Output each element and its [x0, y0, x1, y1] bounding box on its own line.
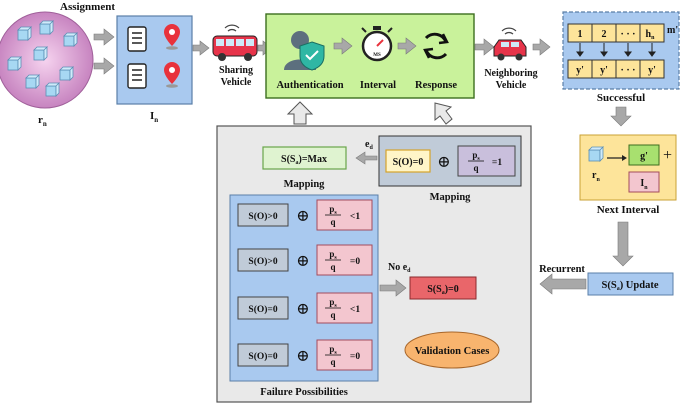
s-sa-max-box [262, 146, 347, 170]
ps-q-eq1-box [457, 145, 516, 177]
sharing-vehicle-label-1: Sharing [219, 65, 253, 76]
svg-text:y': y' [600, 65, 608, 76]
svg-text:· · ·: · · · [620, 65, 635, 76]
response-label: Response [415, 80, 457, 91]
svg-text:MS: MS [373, 53, 381, 58]
svg-text:<1: <1 [350, 212, 360, 222]
assignment-label: Assignment [60, 1, 115, 13]
sharing-vehicle-label-2: Vehicle [221, 77, 252, 88]
svg-text:q: q [330, 310, 335, 320]
svg-text:⊕: ⊕ [296, 253, 309, 270]
stopwatch-icon: MS [361, 26, 393, 62]
svg-text:y': y' [576, 65, 584, 76]
document-icon [127, 26, 147, 89]
no-ed-arrow [379, 279, 407, 297]
no-ed-label: No ed [388, 262, 411, 274]
m-prime-label: m' [667, 25, 678, 36]
svg-text:1: 1 [578, 29, 583, 40]
refresh-icon [423, 32, 449, 60]
oplus-symbol: ⊕ [437, 154, 450, 171]
car-icon [493, 27, 527, 61]
failure-row: S(O)=0 ⊕ ps q <1 [237, 292, 373, 324]
validation-cases-ellipse [404, 331, 500, 369]
mapping-right-label: Mapping [430, 192, 472, 203]
grid-down-arrows [576, 43, 656, 57]
failure-row: S(O)>0 ⊕ ps q <1 [237, 199, 373, 231]
svg-text:q: q [473, 163, 478, 173]
cube-icon [588, 146, 604, 162]
svg-text:S(O)=0: S(O)=0 [393, 157, 424, 168]
svg-text:q: q [330, 357, 335, 367]
recurrent-label: Recurrent [539, 264, 585, 275]
svg-text:hn: hn [646, 29, 656, 41]
svg-text:ps: ps [329, 249, 337, 261]
svg-text:In: In [640, 178, 648, 191]
svg-text:g': g' [640, 151, 648, 162]
rn-label: rn [38, 114, 47, 128]
svg-text:S(O)=0: S(O)=0 [248, 351, 277, 362]
svg-text:=0: =0 [350, 257, 360, 267]
failure-row: S(O)=0 ⊕ ps q =0 [237, 339, 373, 371]
recurrent-arrow [539, 273, 587, 295]
successful-label: Successful [597, 92, 645, 104]
in-label: In [150, 110, 158, 124]
cube-icons [7, 20, 78, 97]
svg-text:S(O)>0: S(O)>0 [248, 211, 277, 222]
svg-text:y': y' [648, 65, 656, 76]
svg-text:=0: =0 [350, 352, 360, 362]
location-pin-icon [164, 24, 180, 88]
next-interval-label: Next Interval [597, 204, 660, 216]
svg-text:2: 2 [602, 29, 607, 40]
interval-label: Interval [360, 80, 396, 91]
s-sa-zero-box [409, 276, 477, 300]
car-to-success-arrow [532, 38, 551, 56]
so-eq0-box [385, 149, 431, 173]
svg-text:ps: ps [329, 344, 337, 356]
next-interval-box [579, 134, 677, 201]
grid-row-1: 1 2 · · · hn [567, 23, 665, 43]
g-prime-box [628, 144, 660, 166]
update-box [587, 272, 674, 296]
plus-sign: + [663, 147, 672, 164]
down-arrow-next [610, 106, 632, 127]
svg-text:ps: ps [329, 204, 337, 216]
svg-text:=1: =1 [492, 158, 502, 168]
in-next-box [628, 171, 660, 193]
down-arrow-update [612, 221, 634, 267]
svg-text:ps: ps [329, 297, 337, 309]
svg-text:<1: <1 [350, 305, 360, 315]
svg-text:S(Sa)=Max: S(Sa)=Max [281, 154, 327, 166]
neighboring-vehicle-label-1: Neighboring [484, 68, 537, 79]
grid-row-2: y' y' · · · y' [567, 59, 665, 79]
failure-possibilities-label: Failure Possibilities [260, 387, 348, 398]
svg-text:S(Sa)=0: S(Sa)=0 [427, 284, 458, 296]
process-inner-arrows [333, 37, 495, 56]
failure-row: S(O)>0 ⊕ ps q =0 [237, 244, 373, 276]
fraction-ps-q: ps q =1 [468, 150, 502, 173]
svg-text:S(O)>0: S(O)>0 [248, 256, 277, 267]
svg-text:⊕: ⊕ [296, 208, 309, 225]
bus-icon [212, 24, 258, 61]
ed-label: ed [365, 139, 373, 151]
validation-cases-label: Validation Cases [415, 346, 490, 357]
neighboring-vehicle-label-2: Vehicle [496, 80, 527, 91]
svg-text:q: q [330, 262, 335, 272]
svg-text:q: q [330, 217, 335, 227]
svg-text:S(O)=0: S(O)=0 [248, 304, 277, 315]
svg-text:⊕: ⊕ [296, 301, 309, 318]
authentication-label: Authentication [276, 80, 343, 91]
svg-text:· · ·: · · · [620, 29, 635, 40]
update-label: S(Sa) Update [602, 280, 659, 292]
user-shield-icon [284, 31, 325, 71]
panel-up-arrows [286, 101, 453, 125]
svg-text:⊕: ⊕ [296, 348, 309, 365]
svg-text:ps: ps [472, 150, 480, 162]
assign-arrows [93, 28, 115, 75]
mapping-top-label: Mapping [284, 179, 326, 190]
rn-next-label: rn [592, 170, 600, 183]
mapping-left-arrow [355, 151, 378, 165]
